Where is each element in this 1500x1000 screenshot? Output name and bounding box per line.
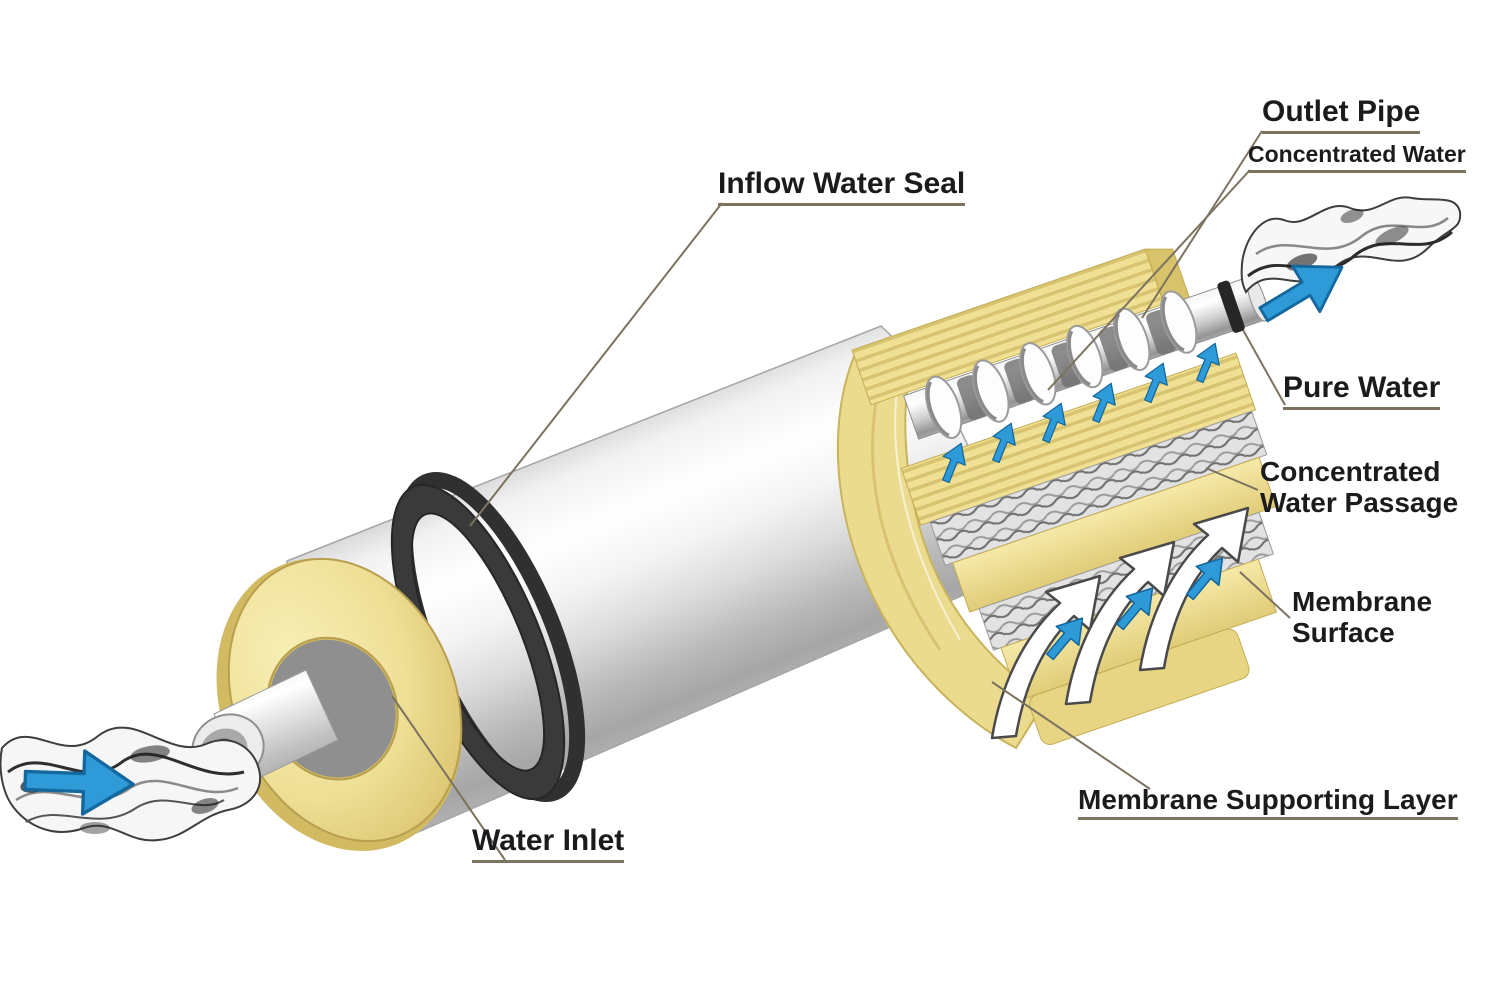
- membrane-base-slab: [1029, 628, 1250, 745]
- label-water-inlet: Water Inlet: [472, 824, 625, 863]
- leader-line-outlet-pipe: [1141, 130, 1263, 319]
- splash-line: [7, 752, 245, 776]
- leader-line-pure-water: [1242, 329, 1286, 406]
- splash-shade: [1340, 209, 1364, 223]
- membrane-stack: [836, 248, 1278, 750]
- splash-shade: [191, 798, 219, 814]
- splash-line: [1255, 217, 1449, 256]
- splash-line: [1247, 230, 1453, 278]
- label-inflow-water-seal: Inflow Water Seal: [718, 167, 966, 206]
- pipe-seal-ring: [1217, 280, 1245, 333]
- scroll-shadow: [1098, 326, 1129, 372]
- leader-line-concentrated-water: [1047, 169, 1251, 391]
- label-concentrated-water-passage: Concentrated Water Passage: [1260, 456, 1459, 519]
- membrane-roll-line: [871, 379, 942, 651]
- leader-line-concentrated-water-passage: [1205, 467, 1259, 491]
- scroll-shadows: [957, 309, 1177, 420]
- label-membrane-supporting-layer: Membrane Supporting Layer: [1078, 784, 1458, 821]
- outlet-water-splash: [1240, 196, 1462, 294]
- leader-lines: [391, 130, 1291, 861]
- leader-line-inflow-water-seal: [469, 202, 723, 527]
- label-pure-water: Pure Water: [1283, 371, 1441, 410]
- scroll-shadow: [1004, 358, 1035, 404]
- membrane-roll-highlight: [894, 369, 961, 641]
- scroll-shadow: [1051, 342, 1082, 388]
- splash-shade: [80, 822, 110, 834]
- leader-line-water-inlet: [391, 695, 506, 861]
- leader-line-membrane-supporting-layer: [991, 681, 1151, 790]
- label-outlet-pipe: Outlet Pipe: [1262, 95, 1421, 134]
- inlet-end-cap: [191, 557, 463, 851]
- label-membrane-surface: Membrane Surface: [1292, 586, 1433, 649]
- scroll-shadow: [957, 375, 987, 420]
- label-concentrated-water: Concentrated Water: [1248, 141, 1466, 173]
- splash-shade: [1375, 226, 1409, 246]
- splash-shade: [130, 745, 170, 763]
- scroll-shadow: [1146, 309, 1177, 355]
- leader-line-membrane-surface: [1239, 571, 1291, 619]
